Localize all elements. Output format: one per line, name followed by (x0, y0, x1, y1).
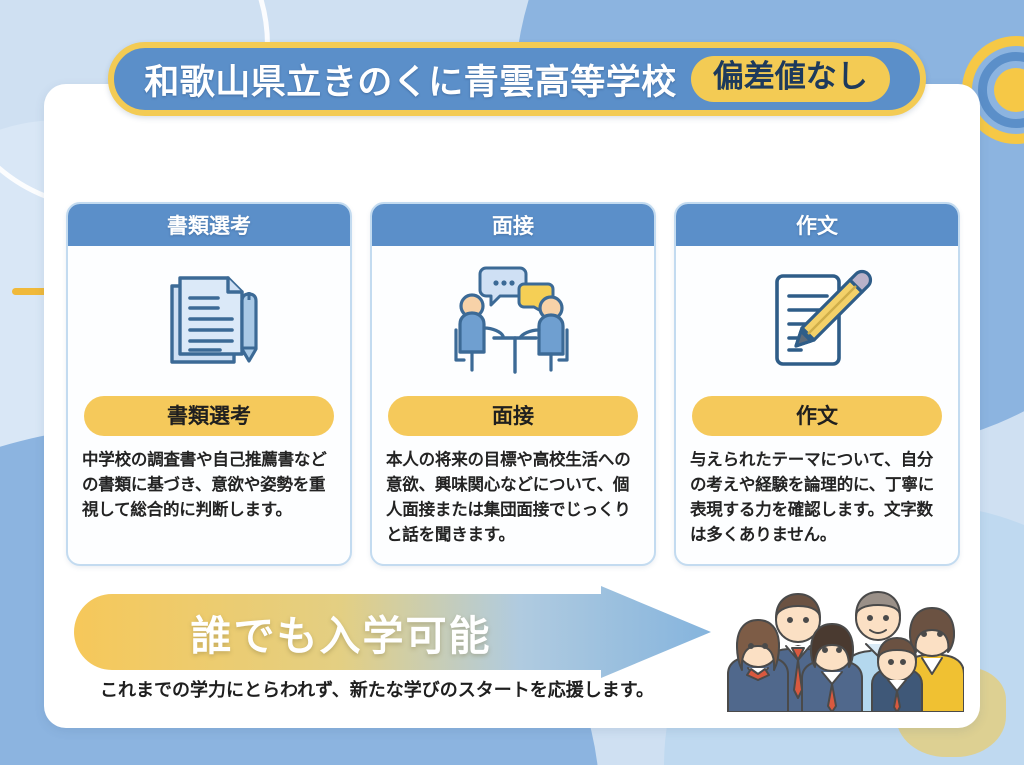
group-of-people-illustration (716, 580, 965, 713)
status-badge: 偏差値なし (690, 56, 890, 102)
card-body-text: 本人の将来の目標や高校生活への意欲、興味関心などについて、個人面接または集団面接… (386, 451, 631, 545)
card-essay[interactable]: 作文 (674, 202, 960, 567)
card-interview[interactable]: 面接 (370, 202, 656, 567)
background-ring-blue-icon (978, 52, 1024, 128)
main-content-panel: 学力試験なし 書類選考 (44, 84, 980, 728)
card-body-text: 与えられたテーマについて、自分の考えや経験を論理的に、丁寧に表現する力を確認しま… (690, 451, 935, 545)
paper-pencil-icon (676, 246, 958, 396)
card-header-label: 作文 (676, 204, 958, 246)
interview-people-icon (372, 246, 654, 396)
card-pill-wrapper: 書類選考 (68, 396, 350, 444)
background-dash-left (12, 288, 48, 295)
card-pill-label: 面接 (388, 396, 638, 436)
card-header-label: 面接 (372, 204, 654, 246)
school-title-banner: 和歌山県立きのくに青雲高等学校 偏差値なし (108, 42, 926, 116)
card-pill-wrapper: 作文 (676, 396, 958, 444)
document-pen-icon (68, 246, 350, 396)
card-pill-wrapper: 面接 (372, 396, 654, 444)
card-pill-label: 書類選考 (84, 396, 334, 436)
card-body-text: 中学校の調査書や自己推薦書などの書類に基づき、意欲や姿勢を重視して総合的に判断し… (82, 451, 327, 520)
arrow-caption: これまでの学力にとらわれず、新たな学びのスタートを応援します。 (99, 680, 655, 700)
card-header-label: 書類選考 (68, 204, 350, 246)
selection-method-cards: 書類選考 (66, 202, 960, 567)
page-title: 和歌山県立きのくに青雲高等学校 (144, 62, 677, 102)
admission-arrow-banner: 誰でも入学可能 (66, 586, 711, 678)
card-pill-label: 作文 (692, 396, 942, 436)
card-document-screening[interactable]: 書類選考 (66, 202, 352, 567)
arrow-shape-icon (74, 586, 711, 678)
background-ring-core-icon (994, 68, 1024, 112)
arrow-label: 誰でも入学可能 (190, 613, 492, 659)
